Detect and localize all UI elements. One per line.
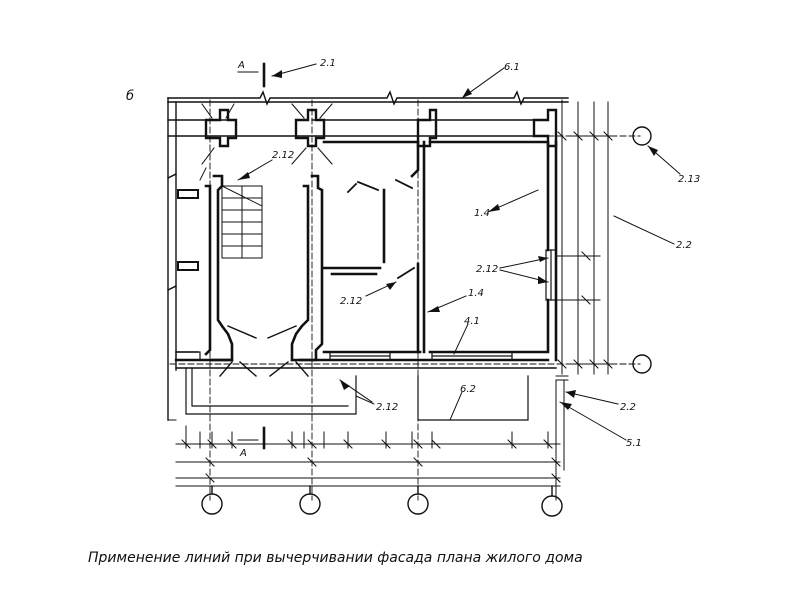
interior-walls: [322, 140, 426, 354]
label-2-2-a: 2.2: [676, 240, 692, 251]
section-mark-top: [237, 62, 266, 88]
axis-marker-right-top: [632, 126, 652, 146]
label-2-2-b: 2.2: [620, 402, 636, 413]
axis-marker-right-bottom: [632, 354, 652, 374]
node-hatch: [199, 103, 333, 181]
stair-flight: [221, 185, 263, 259]
label-6-2: 6.2: [460, 384, 476, 395]
label-4-1: 4.1: [464, 316, 480, 327]
section-mark-top-label: А: [237, 60, 245, 71]
door-leaves: [346, 178, 416, 280]
right-window: [545, 249, 557, 301]
label-6-1: 6.1: [504, 62, 520, 73]
bottom-wall: [174, 358, 557, 369]
section-mark-bottom-label: А: [239, 448, 247, 459]
porch-outline: [185, 367, 529, 421]
bottom-dimensions: [167, 379, 565, 501]
figure-letter: б: [126, 89, 134, 104]
right-room: [428, 140, 558, 362]
drawing-labels: б А А 2.1 6.1 2.12 2.13 1.4 2.2 2.12 2.1…: [126, 58, 700, 459]
label-2-12-a: 2.12: [272, 150, 294, 161]
section-mark-bottom: [237, 426, 266, 450]
label-1-4-b: 1.4: [468, 288, 484, 299]
label-2-13: 2.13: [678, 174, 700, 185]
axis-marker-2: [299, 493, 321, 515]
label-1-4-a: 1.4: [474, 208, 490, 219]
staircase-walls: [204, 174, 324, 362]
axis-marker-1: [201, 493, 223, 515]
label-2-12-c: 2.12: [340, 296, 362, 307]
axis-markers: [201, 126, 652, 517]
label-2-12-d: 2.12: [376, 402, 398, 413]
axis-marker-4: [541, 495, 563, 517]
column-nodes: [204, 108, 558, 148]
figure-caption: Применение линий при вычерчивании фасада…: [88, 550, 583, 566]
leader-arrowheads: [238, 70, 658, 410]
label-5-1: 5.1: [626, 438, 642, 449]
right-dimensions: [555, 99, 615, 381]
left-walls: [167, 97, 199, 421]
label-2-12-b: 2.12: [476, 264, 498, 275]
label-2-1: 2.1: [320, 58, 336, 69]
